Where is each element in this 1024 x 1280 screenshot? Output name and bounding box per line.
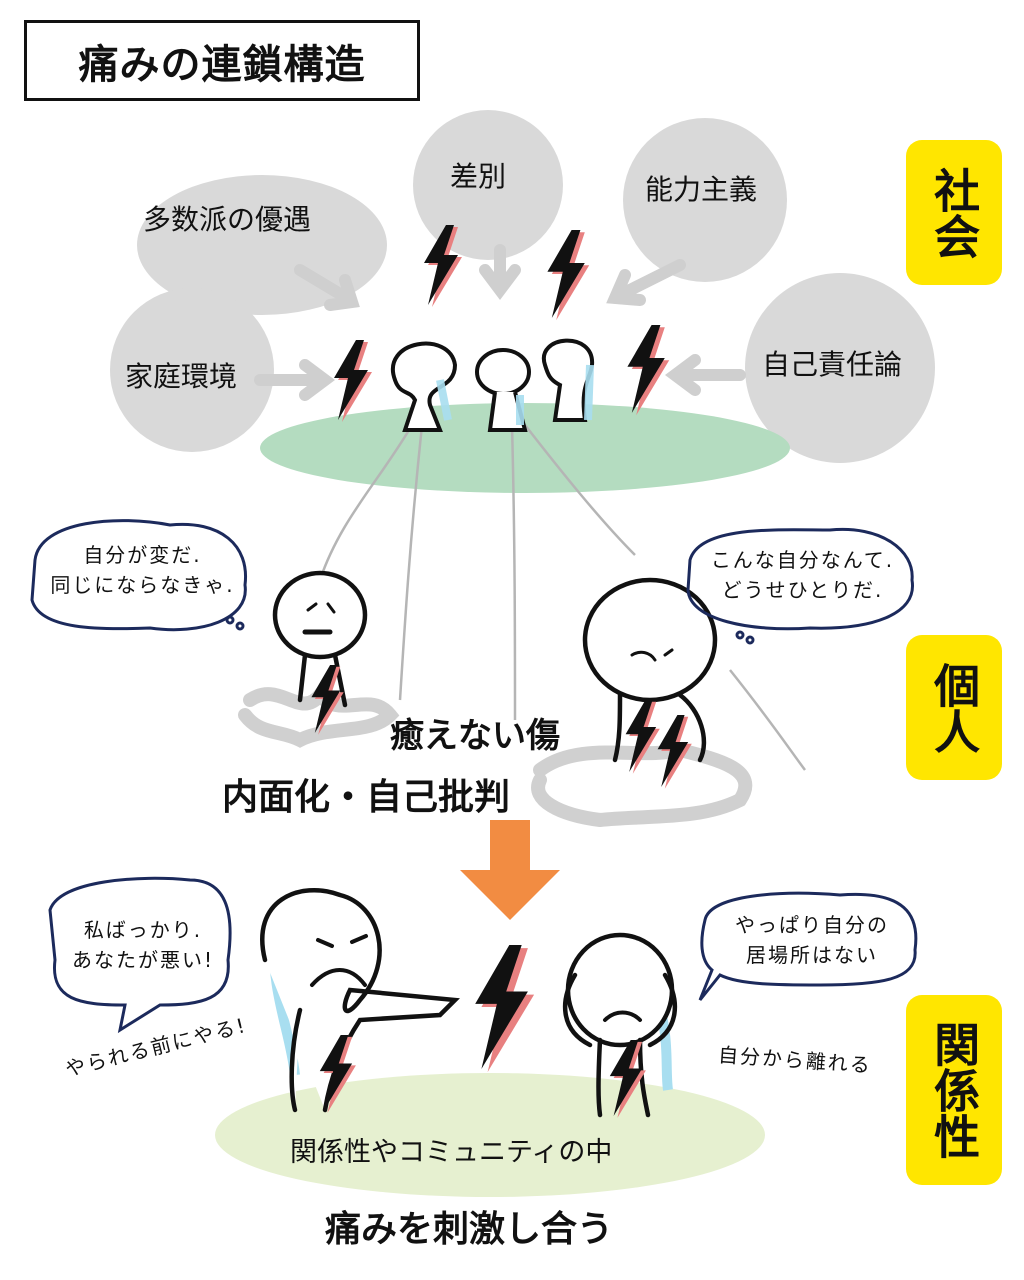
section-label-relationship: 関係性: [906, 995, 1002, 1185]
community-label: 関係性やコミュニティの中: [290, 1137, 613, 1168]
factor-self-responsibility: 自己責任論: [762, 348, 903, 381]
blob-ableism: [623, 118, 787, 282]
section-label-society: 社会: [906, 140, 1002, 285]
thought-left-line1: 自分が変だ.: [83, 543, 202, 567]
factor-discrimination: 差別: [450, 160, 507, 193]
society-blobs: [110, 110, 935, 463]
factor-majority-privilege: 多数派の優遇: [143, 203, 312, 236]
speech-left-line1: 私ばっかり.: [83, 918, 203, 942]
thought-bubbles: [30, 519, 918, 1034]
internalization-label: 内面化・自己批判: [222, 777, 511, 818]
blob-self-responsibility: [745, 273, 935, 463]
speech-right-line2: 居場所はない: [746, 943, 878, 967]
relationship-figures: [260, 888, 678, 1118]
thought-right-line1: こんな自分なんて.: [710, 548, 895, 572]
thought-right-line2: どうせひとりだ.: [721, 578, 884, 602]
thought-right: こんな自分なんて. どうせひとりだ.: [695, 545, 910, 605]
society-ground: [260, 403, 790, 493]
speech-left-line2: あなたが悪い!: [71, 948, 215, 972]
factor-family-environment: 家庭環境: [125, 360, 238, 393]
threads: [318, 424, 807, 771]
tears: [436, 364, 594, 425]
down-arrow-icon: [460, 820, 560, 920]
blob-discrimination: [413, 110, 563, 260]
blob-family: [110, 288, 274, 452]
speech-left: 私ばっかり. あなたが悪い!: [58, 915, 228, 975]
thought-left-line2: 同じにならなきゃ.: [50, 573, 235, 597]
grey-arrows: [254, 244, 746, 401]
factor-ableism: 能力主義: [645, 173, 758, 206]
section-label-individual: 個人: [906, 635, 1002, 780]
community-ground: [215, 1073, 765, 1197]
unhealed-wound-label: 癒えない傷: [390, 716, 560, 756]
speech-right-line1: やっぱり自分の: [735, 913, 889, 937]
society-figures: [390, 338, 595, 432]
page-title: 痛みの連鎖構造: [24, 20, 420, 101]
stimulate-pain-label: 痛みを刺激し合う: [325, 1209, 614, 1250]
speech-right: やっぱり自分の 居場所はない: [712, 910, 912, 970]
thought-left: 自分が変だ. 同じにならなきゃ.: [45, 540, 240, 600]
scribble-clouds: [238, 683, 753, 828]
